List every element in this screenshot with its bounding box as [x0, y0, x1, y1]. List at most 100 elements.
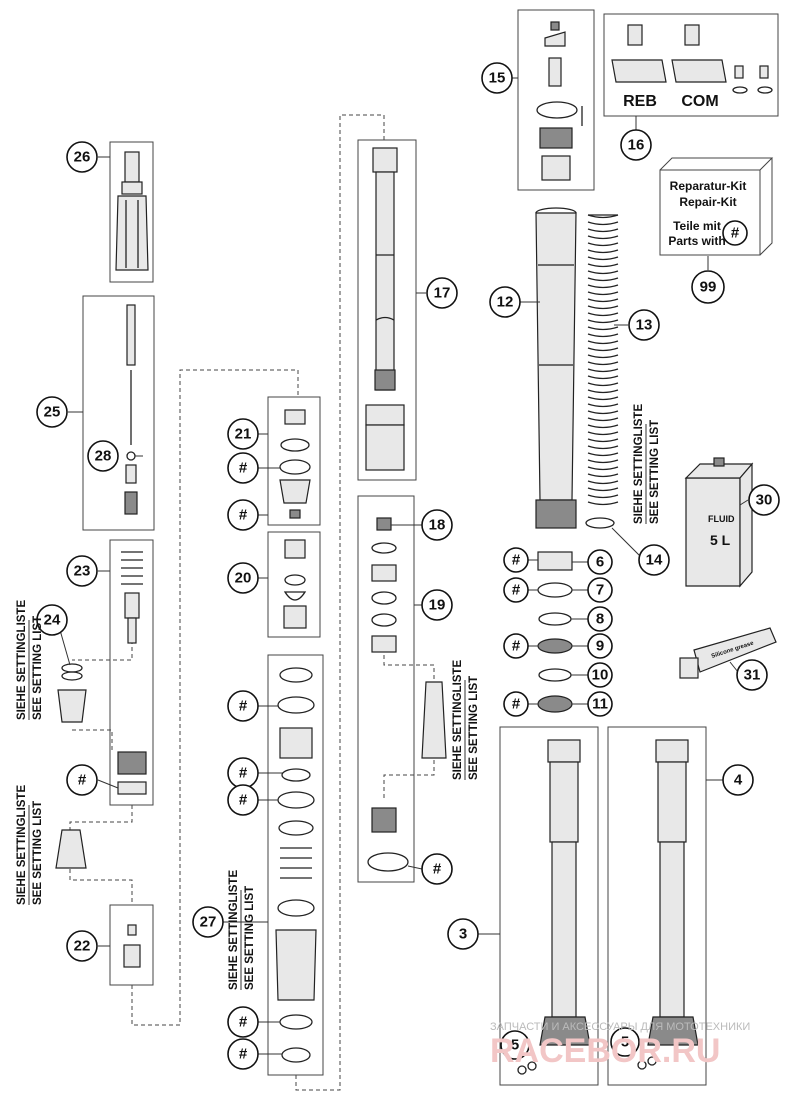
- callout-hash-11: #: [503, 691, 529, 717]
- callout-25-number: 25: [44, 404, 61, 421]
- spring-coil: [587, 466, 619, 471]
- setting-note-19-line1: SIEHE SETTINGLISTE: [452, 660, 464, 780]
- callout-15-number: 15: [489, 70, 506, 87]
- callout-23: 23: [66, 555, 98, 587]
- callout-20-number: 20: [235, 570, 252, 587]
- callout-8-number: 8: [596, 611, 604, 628]
- part-4-drawing: [637, 739, 699, 1070]
- callout-hash-23: #: [66, 764, 98, 796]
- spring-coil: [587, 424, 619, 429]
- callout-31-number: 31: [744, 667, 761, 684]
- setting-note-13-line1: SIEHE SETTINGLISTE: [633, 404, 645, 524]
- callout-27: 27: [192, 906, 224, 938]
- callout-13: 13: [628, 309, 660, 341]
- setting-note-13: SIEHE SETTINGLISTE SEE SETTING LIST: [633, 404, 661, 524]
- spring-coil: [587, 249, 619, 254]
- callout-7-number: 7: [596, 582, 604, 599]
- callout-5-left: 5: [500, 1030, 530, 1060]
- spring-coil: [587, 368, 619, 373]
- callout-22-number: 22: [74, 938, 91, 955]
- box-part-19: [357, 495, 415, 883]
- callout-hash-27c-symbol: #: [239, 792, 248, 809]
- callout-hash-27e-symbol: #: [239, 1046, 248, 1063]
- setting-note-19-line2: SEE SETTING LIST: [468, 676, 480, 780]
- repair-kit-box: [659, 157, 774, 256]
- callout-18-number: 18: [429, 517, 446, 534]
- callout-4: 4: [722, 764, 754, 796]
- spring-coil: [587, 333, 619, 338]
- spring-coil: [587, 256, 619, 261]
- callout-12: 12: [489, 286, 521, 318]
- callout-hash-27d-symbol: #: [239, 1014, 248, 1031]
- part-24-drawing: [57, 663, 87, 723]
- setting-note-27-line2: SEE SETTING LIST: [244, 886, 256, 990]
- part-cone-left-drawing: [55, 829, 87, 869]
- callout-hash-6-symbol: #: [512, 552, 521, 569]
- setting-note-left-upper: SIEHE SETTINGLISTE SEE SETTING LIST: [16, 600, 44, 720]
- callout-21-number: 21: [235, 426, 252, 443]
- callout-hash-21b-symbol: #: [239, 507, 248, 524]
- callout-24: 24: [36, 604, 68, 636]
- setting-note-left-lower: SIEHE SETTINGLISTE SEE SETTING LIST: [16, 785, 44, 905]
- spring-coil: [587, 221, 619, 226]
- callout-6-number: 6: [596, 554, 604, 571]
- spring-coil: [587, 242, 619, 247]
- spring-coil: [587, 431, 619, 436]
- part-22-drawing: [123, 924, 141, 968]
- part-20-drawing: [283, 539, 307, 629]
- callout-hash-27a: #: [227, 690, 259, 722]
- callout-hash-27a-symbol: #: [239, 698, 248, 715]
- connector-27-to-17: [295, 114, 385, 1091]
- fluid-volume: 5 L: [710, 532, 731, 548]
- callout-13-number: 13: [636, 317, 653, 334]
- callout-3: 3: [447, 918, 479, 950]
- part-23-drawing: [117, 551, 147, 795]
- spring-coil: [587, 228, 619, 233]
- part-26-drawing: [115, 151, 149, 271]
- callout-20: 20: [227, 562, 259, 594]
- spring-coil: [587, 319, 619, 324]
- callout-19-number: 19: [429, 597, 446, 614]
- part-15-drawing: [536, 21, 583, 181]
- callout-3-number: 3: [459, 926, 467, 943]
- callout-10: 10: [587, 662, 613, 688]
- callout-7: 7: [587, 577, 613, 603]
- callout-hash-7-symbol: #: [512, 582, 521, 599]
- callout-18: 18: [421, 509, 453, 541]
- spring-coil: [587, 410, 619, 415]
- spring-coil: [587, 382, 619, 387]
- spring-coil: [587, 270, 619, 275]
- setting-note-left-upper-line1: SIEHE SETTINGLISTE: [16, 600, 28, 720]
- setting-note-27: SIEHE SETTINGLISTE SEE SETTING LIST: [228, 870, 256, 990]
- connector-cone-to-19: [383, 760, 435, 800]
- box-part-15: [517, 9, 595, 191]
- part-25-drawing: [124, 304, 138, 515]
- spring-coil: [587, 214, 619, 219]
- setting-note-left-lower-line2: SEE SETTING LIST: [32, 801, 44, 905]
- callout-5-right-number: 5: [621, 1034, 629, 1051]
- spring-coil: [587, 417, 619, 422]
- callout-14-number: 14: [646, 552, 663, 569]
- spring-coil: [587, 473, 619, 478]
- box-part-25: [82, 295, 155, 531]
- spring-coil: [587, 452, 619, 457]
- callout-hash-kit-symbol: #: [731, 225, 740, 242]
- callout-16-number: 16: [628, 137, 645, 154]
- spring-coil: [587, 494, 619, 499]
- callout-hash-27e: #: [227, 1038, 259, 1070]
- kit-text-1: Reparatur-Kit: [670, 179, 747, 193]
- callout-24-number: 24: [44, 612, 61, 629]
- spring-coil: [587, 480, 619, 485]
- box-part-17: [357, 139, 417, 481]
- fluid-label: FLUID: [708, 514, 735, 524]
- callout-26: 26: [66, 141, 98, 173]
- callout-5-left-number: 5: [511, 1037, 519, 1054]
- spring-coil: [587, 326, 619, 331]
- callout-99: 99: [691, 270, 725, 304]
- callout-26-number: 26: [74, 149, 91, 166]
- callout-4-number: 4: [734, 772, 743, 789]
- callout-9: 9: [587, 633, 613, 659]
- box-part-21: [267, 396, 321, 526]
- grease-tube-drawing: [679, 627, 777, 679]
- setting-note-left-upper-line2: SEE SETTING LIST: [32, 616, 44, 720]
